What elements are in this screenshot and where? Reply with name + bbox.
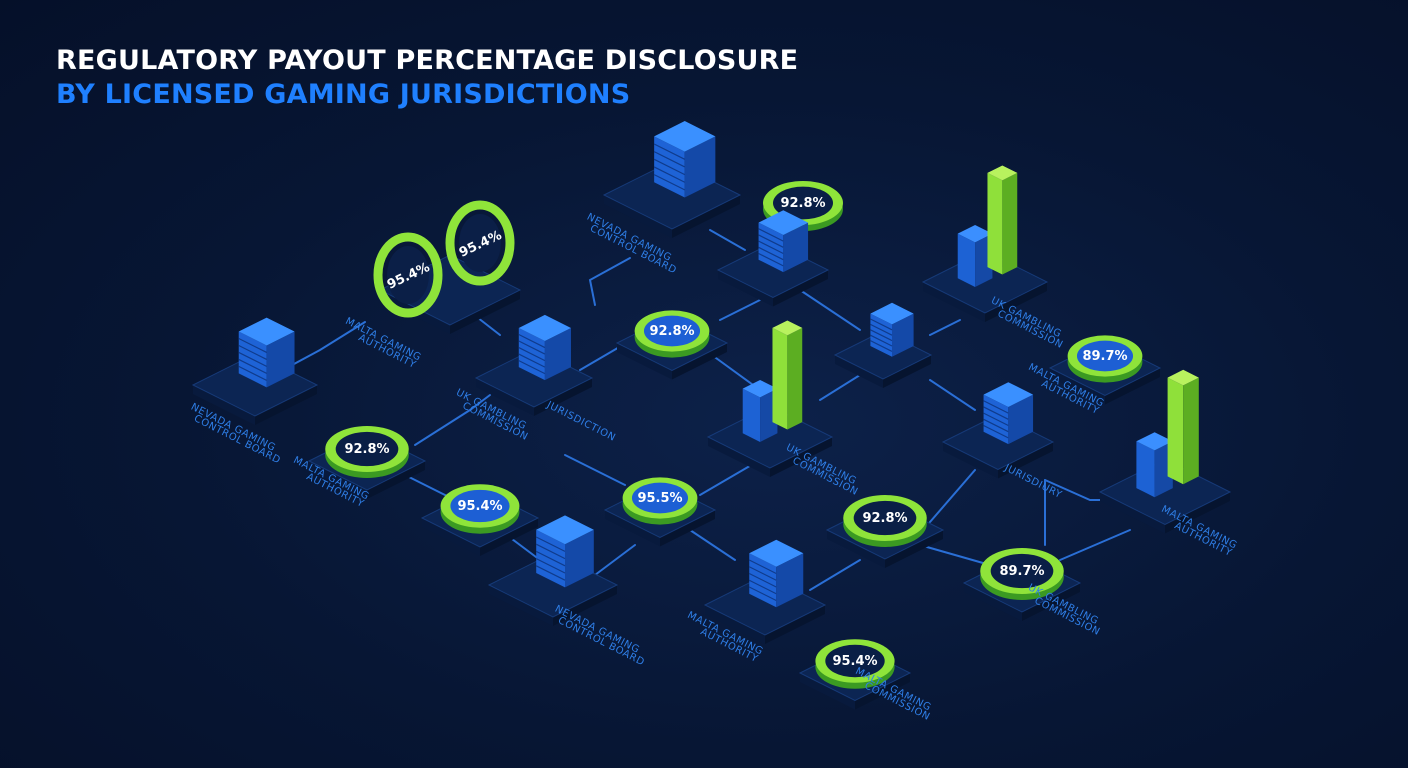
connector-line xyxy=(809,559,861,591)
connector-line xyxy=(799,289,861,331)
connector-line xyxy=(594,544,636,576)
node-building xyxy=(833,302,933,388)
percentage-value: 92.8% xyxy=(344,442,389,457)
connector-line xyxy=(719,299,761,321)
connector-line xyxy=(929,379,976,411)
connector-line xyxy=(1059,529,1131,561)
connector-line xyxy=(689,529,736,561)
percentage-value: 92.8% xyxy=(649,324,694,339)
node-ring: 92.8% xyxy=(825,495,945,568)
percentage-value: 89.7% xyxy=(1082,349,1127,364)
page-title: REGULATORY PAYOUT PERCENTAGE DISCLOSURE … xyxy=(56,44,798,112)
connector-line xyxy=(414,394,491,446)
percentage-value: 95.4% xyxy=(832,654,877,669)
jurisdiction-label: JURISDIURY xyxy=(1002,462,1064,501)
connector-line xyxy=(564,454,626,486)
connector-line xyxy=(709,229,746,251)
percentage-value: 95.5% xyxy=(637,491,682,506)
node-label: JURISDICTION xyxy=(544,399,617,444)
percentage-value: 92.8% xyxy=(862,511,907,526)
title-line-2: BY LICENSED GAMING JURISDICTIONS xyxy=(56,79,631,110)
node-gauge: 95.4% xyxy=(420,484,540,556)
connector-line xyxy=(929,469,976,523)
percentage-value: 92.8% xyxy=(780,196,825,211)
title-line-1: REGULATORY PAYOUT PERCENTAGE DISCLOSURE xyxy=(56,45,799,76)
connector-line xyxy=(819,374,861,401)
connector-line xyxy=(588,257,631,306)
connector-line xyxy=(919,544,991,566)
jurisdiction-label: MALTA GAMING xyxy=(343,316,423,364)
node-gauge: 95.5% xyxy=(603,477,717,547)
percentage-value: 89.7% xyxy=(999,564,1044,579)
node-building xyxy=(716,210,830,307)
connector-line xyxy=(929,319,961,336)
percentage-value: 95.4% xyxy=(457,499,502,514)
node-gauge: 92.8% xyxy=(615,310,729,380)
jurisdiction-label: JURISDICTION xyxy=(544,399,617,444)
